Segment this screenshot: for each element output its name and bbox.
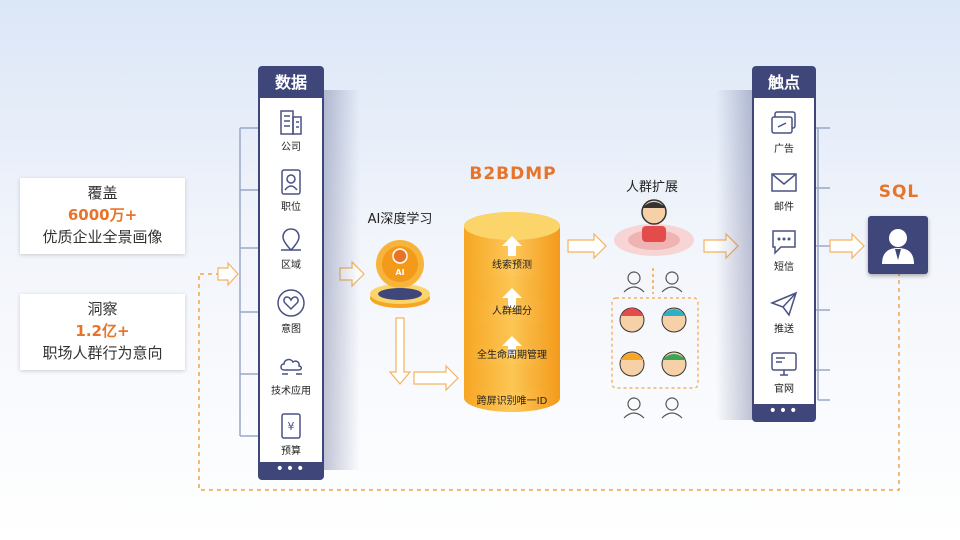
touch-item-push: 推送 (754, 290, 814, 335)
expansion-dashed-line (652, 268, 654, 294)
cloud-sync-icon (280, 358, 302, 375)
dmp-layer-lead-prediction: 线索预测 (492, 260, 532, 271)
heart-icon (277, 289, 305, 317)
touch-item-label: 邮件 (774, 202, 794, 213)
data-item-tech: 技术应用 (260, 352, 322, 397)
monitor-icon (771, 352, 797, 376)
touch-panel-glow (716, 90, 756, 420)
touch-panel-title: 触点 (754, 68, 814, 98)
touch-item-label: 推送 (774, 324, 794, 335)
dmp-layer-top (464, 212, 560, 240)
touch-item-ad: 广告 (754, 110, 814, 155)
data-item-position: 职位 (260, 168, 322, 213)
mail-icon (771, 173, 797, 192)
id-badge-icon (281, 169, 301, 195)
insight-box: 洞察 1.2亿+ 职场人群行为意向 (20, 294, 185, 370)
sql-card[interactable] (868, 216, 928, 274)
avatar-grid (611, 271, 699, 419)
touch-item-label: 广告 (774, 144, 794, 155)
building-icon (280, 110, 302, 135)
touch-item-sms: 短信 (754, 228, 814, 273)
ai-badge: AI (395, 268, 405, 277)
dmp-up-arrows (502, 236, 522, 356)
sql-label: SQL (878, 182, 920, 202)
user-profile-icon (882, 229, 914, 264)
insight-desc: 职场人群行为意向 (42, 344, 163, 362)
data-item-label: 职位 (281, 202, 301, 213)
data-panel-more[interactable]: ••• (260, 462, 322, 478)
expansion-figure (614, 199, 694, 256)
data-item-label: 预算 (281, 446, 301, 457)
dmp-layer-cross-screen-id: 跨屏识别唯一ID (476, 396, 548, 407)
ai-label: AI深度学习 (367, 212, 433, 227)
dmp-layer-segmentation: 人群细分 (492, 306, 532, 317)
data-item-label: 区域 (281, 260, 301, 271)
insight-title: 洞察 (87, 300, 118, 318)
data-item-region: 区域 (260, 226, 322, 271)
svg-text:¥: ¥ (288, 420, 295, 433)
data-item-budget: ¥ 预算 (260, 412, 322, 457)
yuan-document-icon: ¥ (281, 413, 301, 439)
ai-orb-icon (370, 240, 430, 308)
data-item-intent: 意图 (260, 288, 322, 335)
expansion-label: 人群扩展 (625, 180, 678, 195)
map-pin-icon (281, 228, 301, 252)
data-item-label: 技术应用 (271, 386, 311, 397)
data-item-company: 公司 (260, 108, 322, 153)
touch-item-email: 邮件 (754, 170, 814, 213)
touch-item-label: 官网 (774, 384, 794, 395)
data-panel-glow (320, 90, 360, 470)
data-panel: 数据 公司 职位 区域 意图 技术应用 ¥ 预算 ••• (258, 66, 324, 480)
sms-bubble-icon (772, 230, 796, 255)
ad-card-icon (771, 111, 796, 134)
data-panel-title: 数据 (260, 68, 322, 98)
coverage-desc: 优质企业全景画像 (42, 228, 163, 246)
dmp-layer-divider (464, 364, 560, 392)
touch-item-website: 官网 (754, 350, 814, 395)
touch-item-label: 短信 (774, 262, 794, 273)
dmp-title: B2BDMP (469, 164, 557, 184)
insight-number: 1.2亿+ (75, 322, 130, 340)
paper-plane-icon (769, 291, 798, 317)
coverage-box: 覆盖 6000万+ 优质企业全景画像 (20, 178, 185, 254)
coverage-title: 覆盖 (87, 184, 118, 202)
touch-panel-more[interactable]: ••• (754, 404, 814, 420)
data-item-label: 公司 (281, 142, 301, 153)
coverage-number: 6000万+ (67, 206, 138, 224)
dmp-layer-lifecycle: 全生命周期管理 (477, 350, 547, 361)
data-item-label: 意图 (281, 324, 301, 335)
touch-panel: 触点 广告 邮件 短信 推送 官网 ••• (752, 66, 816, 422)
